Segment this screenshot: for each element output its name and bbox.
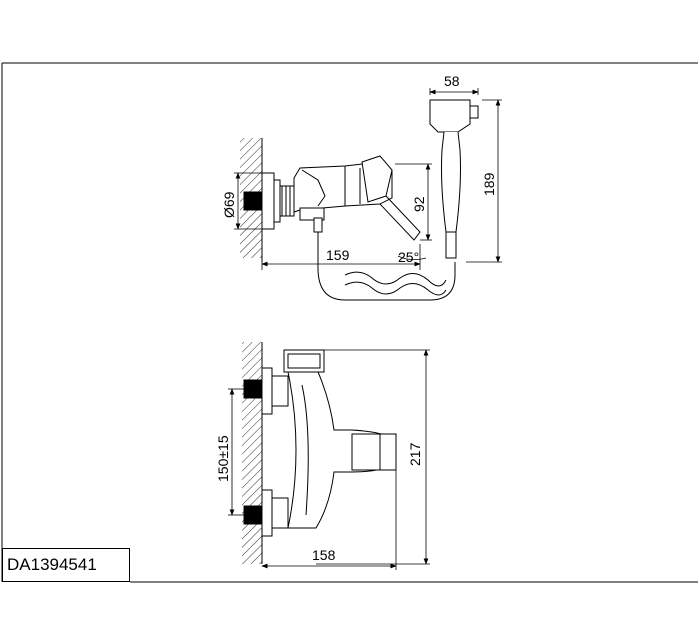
front-view xyxy=(242,342,397,564)
dim-handshower-width: 58 xyxy=(444,73,460,89)
top-view xyxy=(240,99,479,301)
dim-handshower-height: 189 xyxy=(481,172,497,196)
front-view-dimensions xyxy=(228,349,430,570)
drawing-frame xyxy=(1,62,698,583)
dim-projection: 158 xyxy=(312,547,336,563)
dim-body-depth: 159 xyxy=(326,247,350,263)
mixer-body-front xyxy=(287,371,396,529)
dim-lever-height: 92 xyxy=(411,196,427,212)
product-code-label: DA1394541 xyxy=(2,548,130,582)
hose-top xyxy=(317,232,456,301)
flange-top xyxy=(261,172,275,230)
dim-lever-angle: 25° xyxy=(398,249,419,265)
dim-total-height: 217 xyxy=(407,442,423,466)
wall-hatch-front xyxy=(242,342,262,564)
handshower-top xyxy=(429,99,471,133)
top-view-labels: 58 189 92 Ø69 159 25° xyxy=(221,73,497,265)
dim-inlet-spacing: 150±15 xyxy=(215,435,231,482)
dim-flange-diameter: Ø69 xyxy=(221,191,237,218)
lever-top xyxy=(361,155,393,203)
front-view-labels: 150±15 217 158 xyxy=(215,435,423,563)
handle-front xyxy=(351,433,397,471)
top-view-dimensions xyxy=(234,88,502,270)
